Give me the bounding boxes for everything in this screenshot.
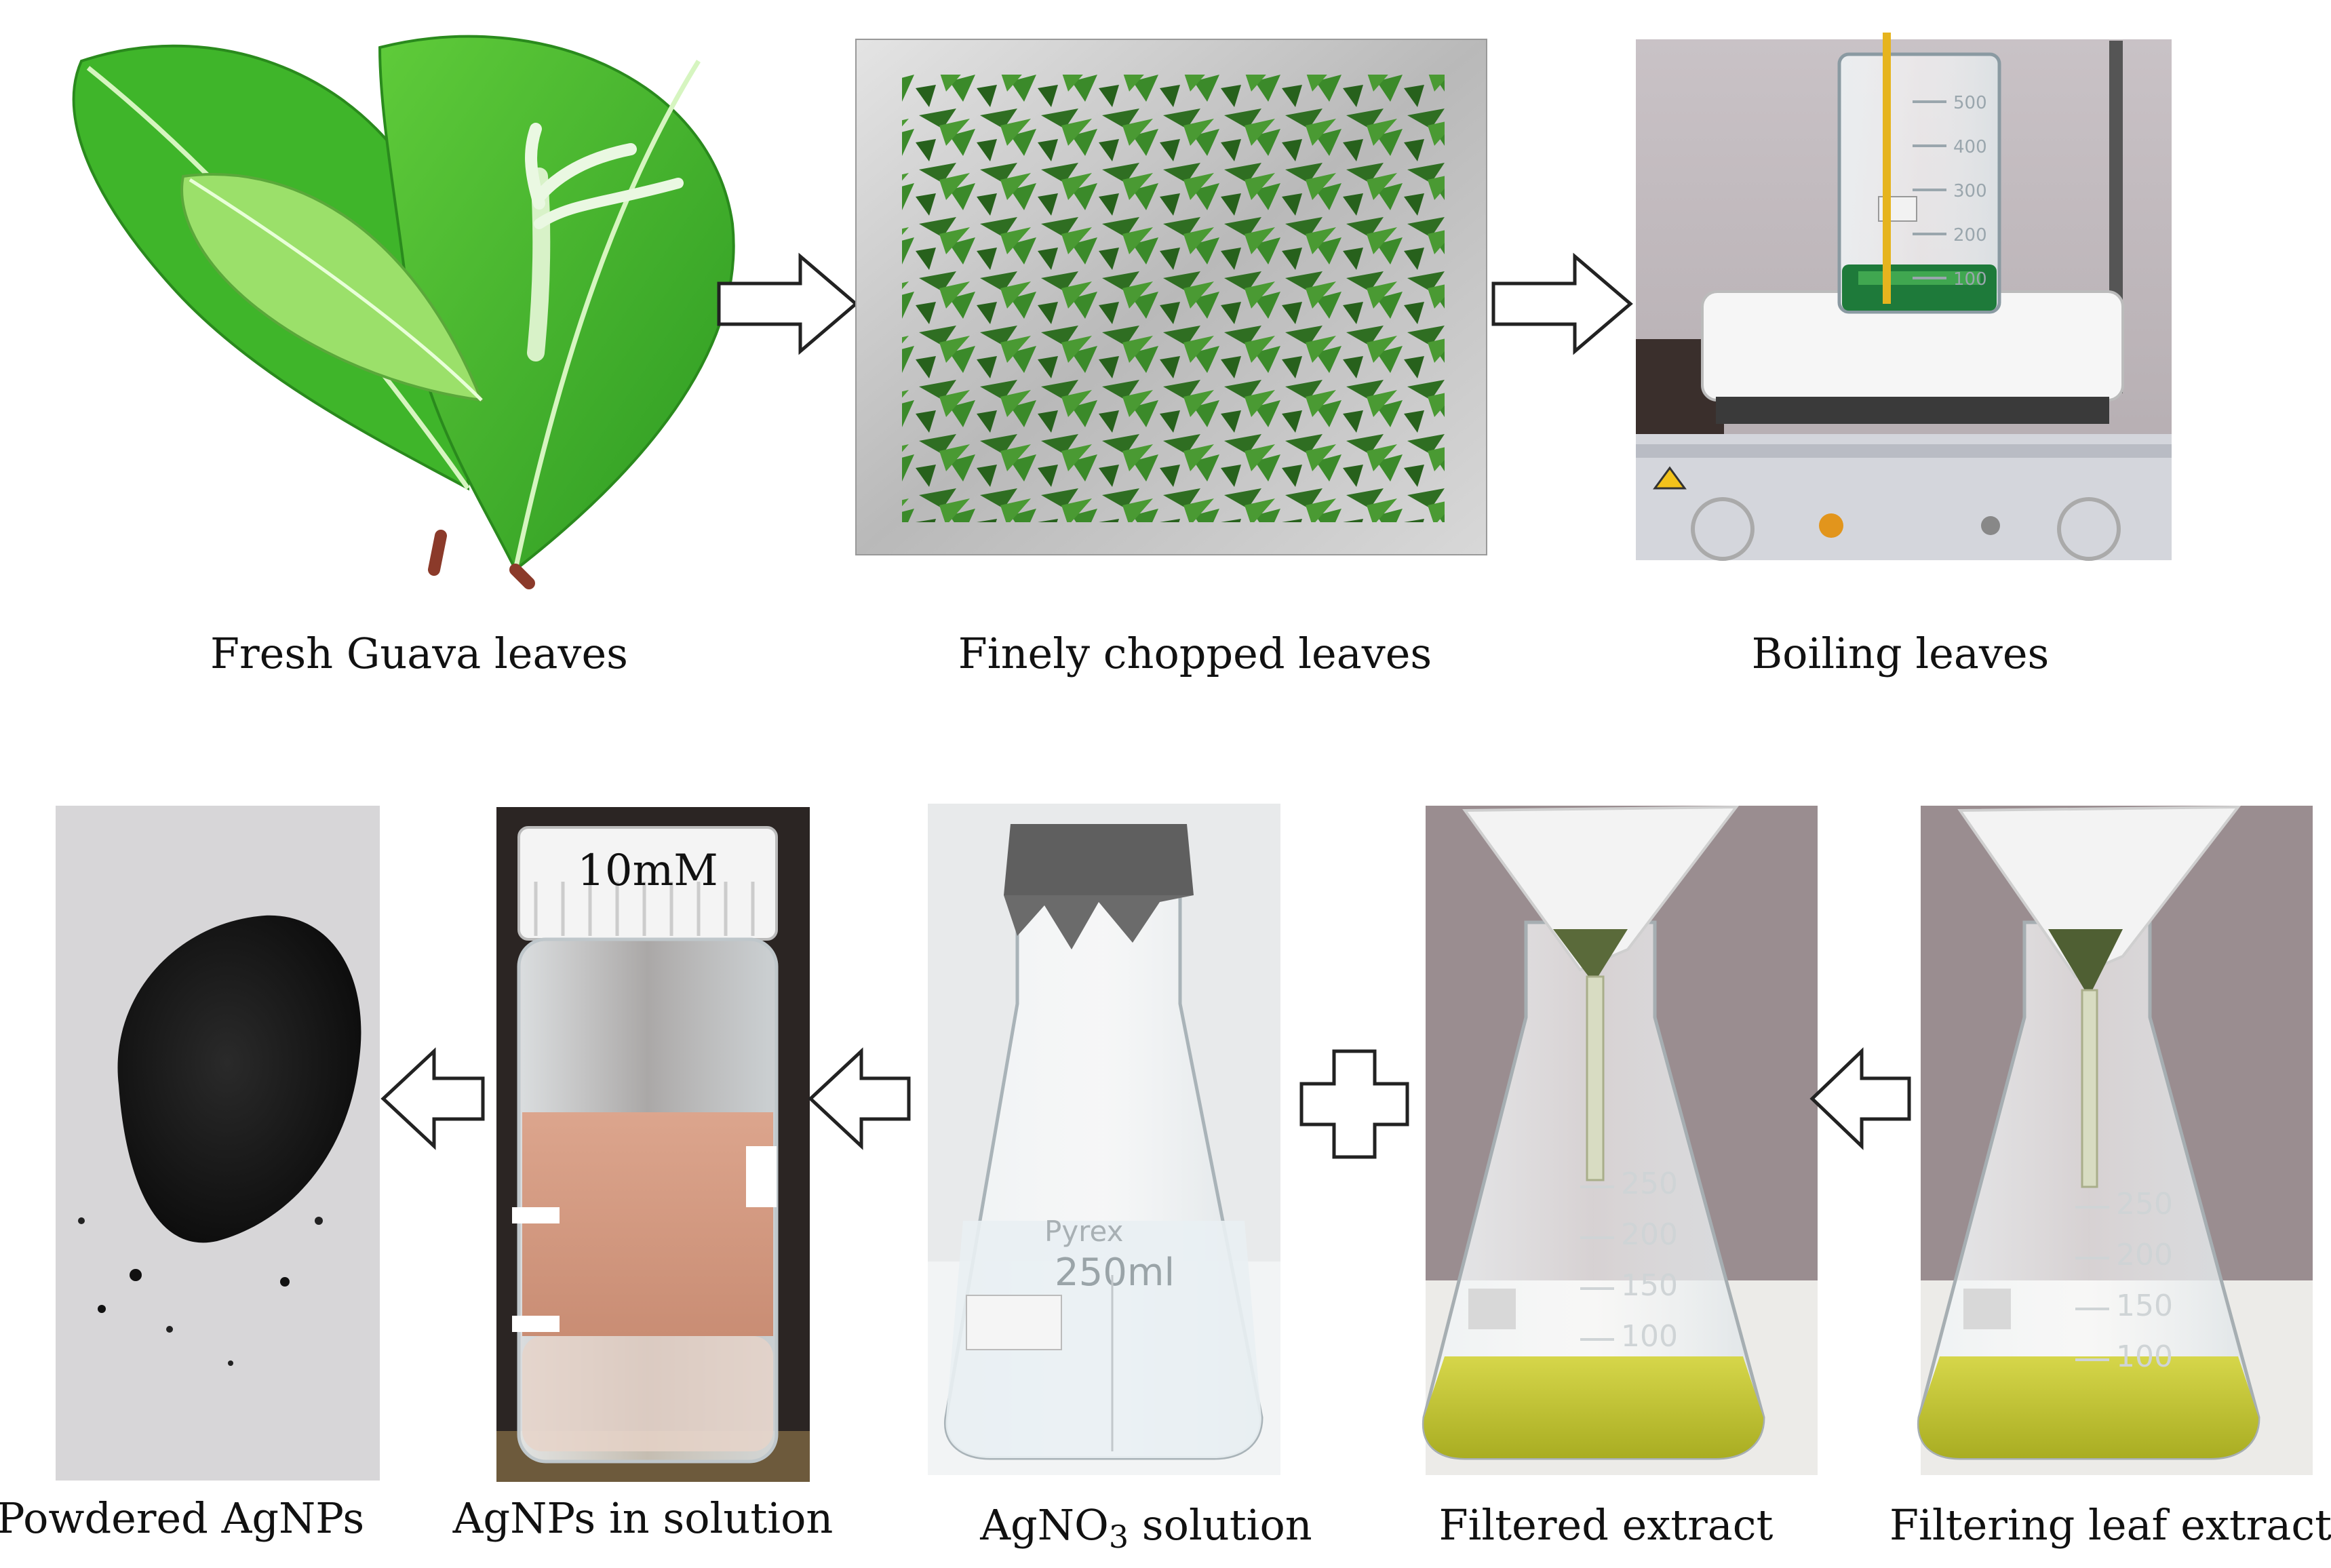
graduation-label: 100 — [2116, 1339, 2173, 1374]
filtered-extract-image: 250 200 150 100 — [1422, 805, 1818, 1475]
beaker-graduations: 500 400 300 200 100 — [1913, 93, 1987, 290]
filtering-leaf-extract-image: 250 200 150 100 — [1917, 805, 2313, 1475]
graduation-label: 250 — [1621, 1167, 1678, 1201]
caption-agno3-solution: AgNO3 solution — [979, 1500, 1312, 1555]
boiling-leaves-image: 500 400 300 200 100 — [1636, 33, 2172, 561]
arrow-left-1 — [380, 1047, 485, 1150]
agno3-solution-image: 250ml Pyrex — [928, 804, 1280, 1475]
arrow-left-3 — [1809, 1047, 1911, 1150]
flask-volume-label: 250ml — [1055, 1251, 1175, 1295]
caption-agno3-main: AgNO — [979, 1500, 1109, 1550]
arrow-right-2 — [1491, 252, 1633, 355]
cap-ridges — [534, 882, 755, 936]
arrow-left-2 — [808, 1047, 911, 1150]
agnps-solution-image: 10mM — [496, 807, 810, 1482]
graduation-label: 100 — [1953, 269, 1987, 290]
plus-sign — [1299, 1049, 1409, 1159]
fresh-guava-leaves-image — [72, 35, 735, 589]
graduation-label: 150 — [2116, 1289, 2173, 1323]
caption-agno3-tail: solution — [1129, 1500, 1312, 1550]
graduation-label: 250 — [2116, 1187, 2173, 1221]
caption-finely-chopped-leaves: Finely chopped leaves — [958, 629, 1432, 678]
graduation-label: 100 — [1621, 1319, 1678, 1354]
powdered-agnps-image — [56, 806, 380, 1481]
caption-filtered-extract: Filtered extract — [1439, 1500, 1774, 1550]
graduation-label: 200 — [1621, 1217, 1678, 1252]
caption-boiling-leaves: Boiling leaves — [1752, 629, 2050, 678]
graduation-label: 300 — [1953, 181, 1987, 201]
vial-cap-label: 10mM — [577, 846, 718, 896]
arrow-right-1 — [717, 252, 859, 355]
flask-brand-label: Pyrex — [1044, 1215, 1123, 1248]
graduation-label: 200 — [2116, 1238, 2173, 1272]
caption-fresh-guava-leaves: Fresh Guava leaves — [210, 629, 628, 678]
flask-graduations-1: 250 200 150 100 — [1580, 1167, 1678, 1354]
caption-powdered-agnps: Powdered AgNPs — [0, 1493, 364, 1543]
caption-filtering-leaf-extract: Filtering leaf extract — [1889, 1500, 2331, 1550]
caption-agno3-subscript: 3 — [1109, 1518, 1129, 1555]
graduation-label: 500 — [1953, 93, 1987, 113]
caption-agnps-in-solution: AgNPs in solution — [452, 1493, 834, 1543]
graduation-label: 200 — [1953, 225, 1987, 246]
chopped-leaves-image — [855, 39, 1487, 555]
graduation-label: 150 — [1621, 1268, 1678, 1303]
graduation-label: 400 — [1953, 137, 1987, 157]
flask-graduations-2: 250 200 150 100 — [2075, 1187, 2173, 1374]
